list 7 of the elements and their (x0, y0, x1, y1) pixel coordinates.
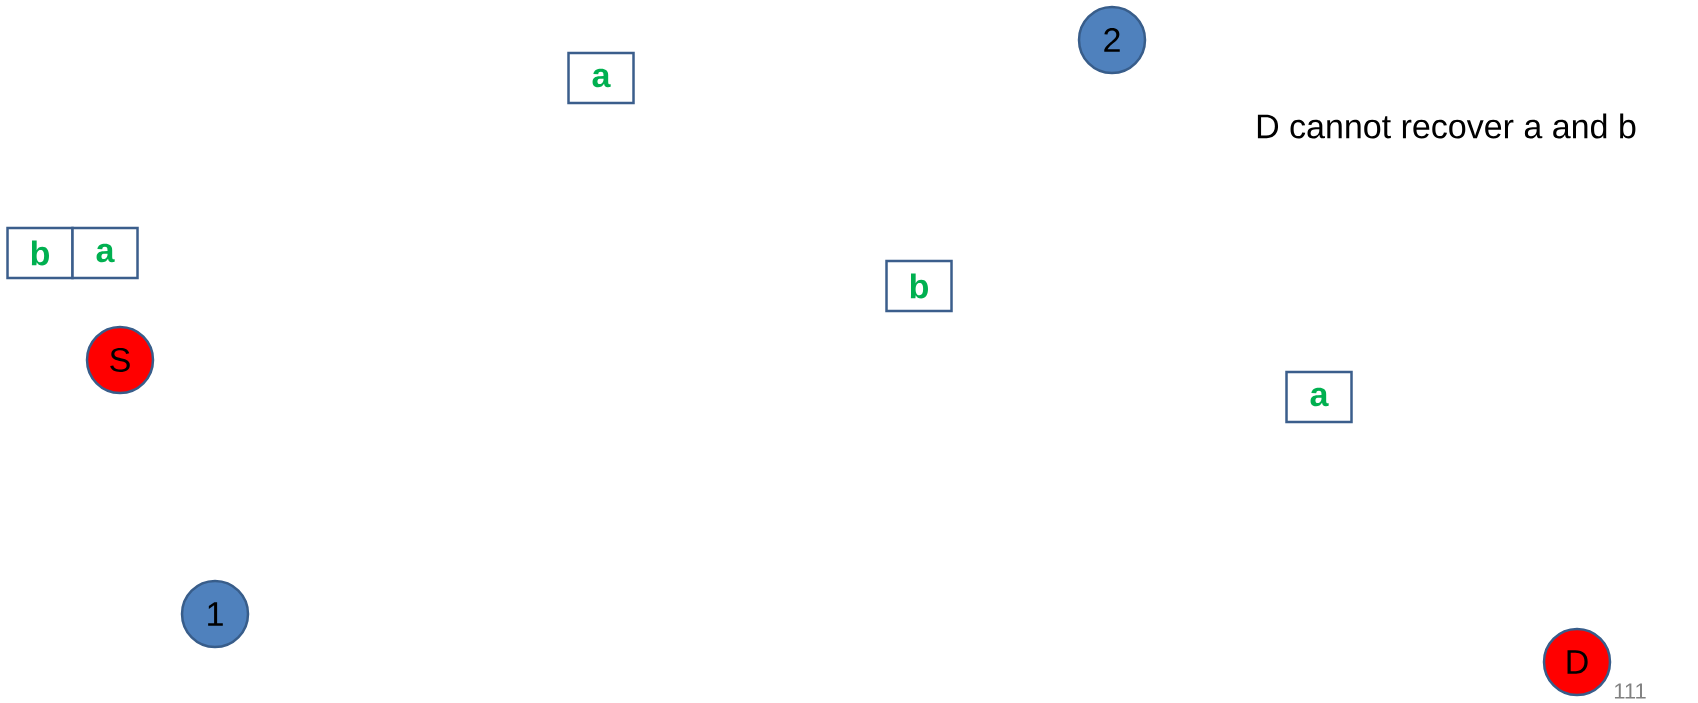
packet-box: a (71, 226, 139, 280)
packet-box: a (1285, 370, 1353, 424)
packet-box: b (6, 226, 74, 280)
page-number: 111 (1614, 683, 1646, 699)
packet-box: a (567, 51, 635, 105)
caption-text: D cannot recover a and b (1257, 113, 1636, 139)
packet-box: b (885, 259, 953, 313)
